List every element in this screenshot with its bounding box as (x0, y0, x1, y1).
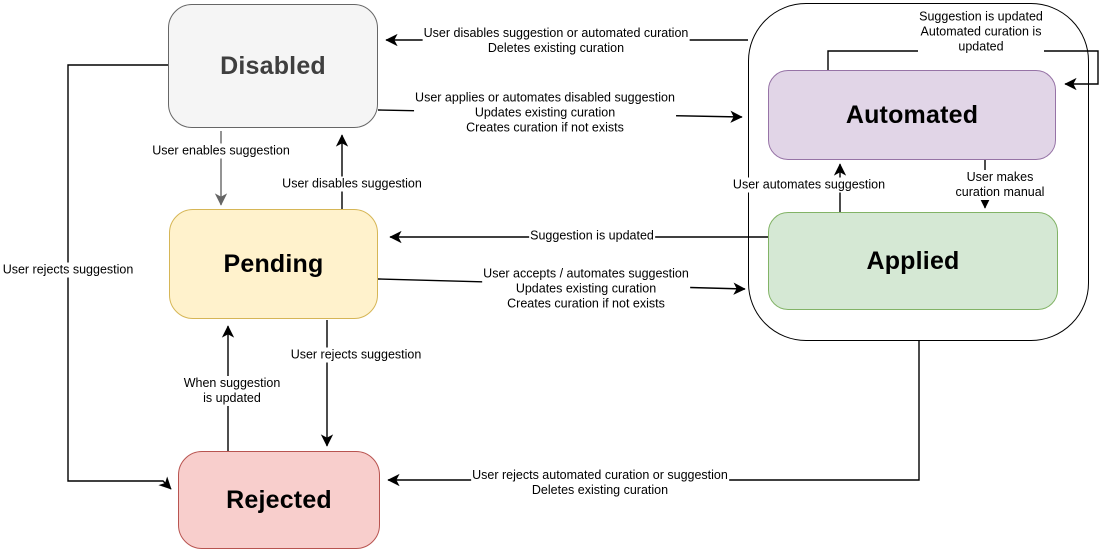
edge-label-when-updated: When suggestion is updated (182, 376, 282, 406)
state-node-disabled: Disabled (168, 4, 378, 128)
state-node-rejected: Rejected (178, 451, 380, 549)
edge-label-enable-suggestion: User enables suggestion (151, 143, 291, 159)
state-node-pending: Pending (169, 209, 378, 319)
edge-label-accept-suggestion: User accepts / automates suggestion Upda… (482, 266, 690, 312)
edge-reject-automated (387, 341, 920, 487)
edge-label-reject-automated: User rejects automated curation or sugge… (471, 468, 729, 498)
edge-label-disable-from-pending: User disables suggestion (281, 176, 423, 192)
state-node-applied: Applied (768, 212, 1058, 310)
edge-label-suggestion-updated: Suggestion is updated (529, 228, 655, 244)
edge-label-automate-suggestion: User automates suggestion (731, 177, 887, 193)
edge-label-automated-self-loop: Suggestion is updated Automated curation… (918, 9, 1044, 55)
edge-label-reject-from-pending: User rejects suggestion (289, 347, 423, 363)
edge-label-disable-from-curation: User disables suggestion or automated cu… (422, 26, 690, 56)
edge-label-apply-disabled: User applies or automates disabled sugge… (414, 90, 676, 136)
state-node-automated: Automated (768, 70, 1056, 160)
edge-label-make-manual: User makes curation manual (946, 170, 1054, 200)
edge-label-reject-from-disabled: User rejects suggestion (1, 262, 135, 278)
